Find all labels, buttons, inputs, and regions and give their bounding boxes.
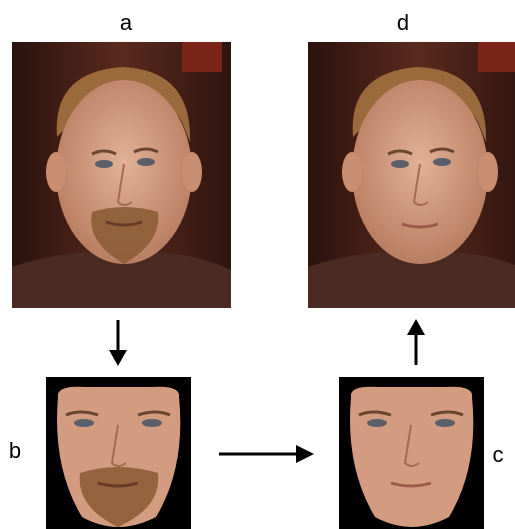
face-with-beard-image xyxy=(12,42,231,308)
label-d: d xyxy=(396,10,410,35)
arrow-b-to-c xyxy=(219,445,314,463)
cropped-face-with-beard-image xyxy=(46,377,191,529)
label-a: a xyxy=(119,10,133,35)
photo-original xyxy=(12,42,231,308)
crop-face-without-beard xyxy=(339,377,484,529)
label-c: c xyxy=(492,442,504,467)
cropped-face-without-beard-image xyxy=(339,377,484,529)
label-b: b xyxy=(8,438,22,463)
arrow-a-to-b xyxy=(109,320,127,366)
face-without-beard-image xyxy=(308,42,515,308)
photo-result xyxy=(308,42,515,308)
arrow-c-to-d xyxy=(407,319,425,365)
crop-face-with-beard xyxy=(46,377,191,529)
